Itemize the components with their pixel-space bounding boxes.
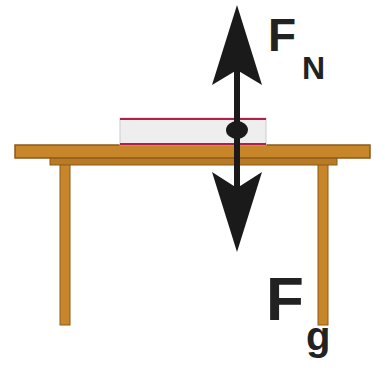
force-subscript: g xyxy=(306,316,330,356)
arrow-head xyxy=(212,5,262,85)
table-top xyxy=(15,145,370,158)
book-edge xyxy=(120,143,266,145)
table-leg xyxy=(318,158,328,325)
force-subscript: N xyxy=(302,52,325,84)
book-edge xyxy=(120,118,266,120)
force-symbol: F xyxy=(266,268,304,330)
force-symbol: F xyxy=(268,12,296,58)
book xyxy=(120,118,266,145)
arrow-head xyxy=(212,172,262,252)
table-leg xyxy=(60,158,70,325)
center-dot xyxy=(226,121,248,139)
